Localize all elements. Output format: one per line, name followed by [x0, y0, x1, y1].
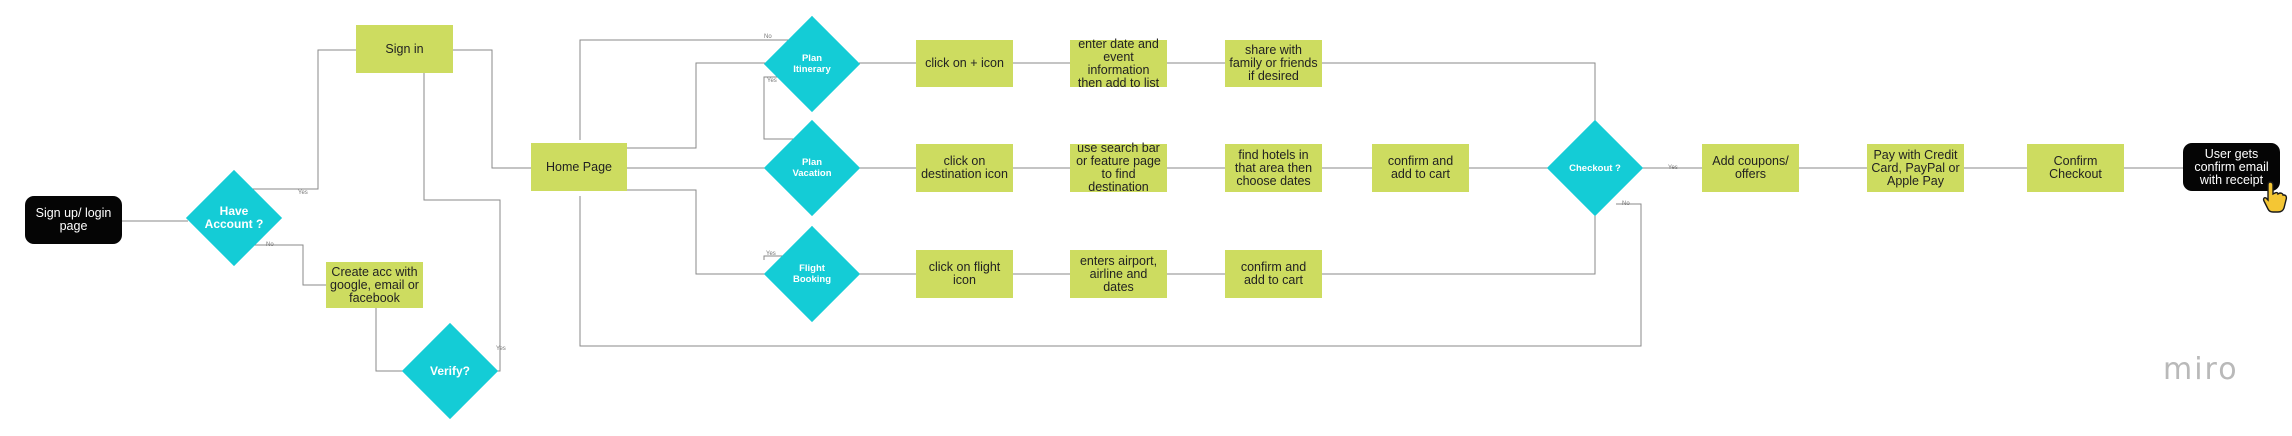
decision-label: Plan Vacation	[792, 157, 832, 179]
decision-label: Have Account ?	[204, 204, 264, 231]
connector-createacc-verify	[375, 308, 405, 372]
decision-label: Verify?	[429, 363, 471, 378]
decision-have-account[interactable]: Have Account ?	[185, 169, 283, 267]
decision-label: Flight Booking	[793, 263, 831, 285]
decision-verify[interactable]: Verify?	[401, 322, 499, 420]
node-home-page[interactable]: Home Page	[531, 143, 627, 191]
edge-label-no: No	[1622, 201, 1630, 207]
connector-flightcart-checkout	[1322, 215, 1596, 275]
node-search-bar[interactable]: use search bar or feature page to find d…	[1070, 141, 1167, 194]
node-label: confirm and add to cart	[1387, 154, 1454, 181]
node-label: Add coupons/ offers	[1712, 154, 1789, 181]
decision-plan-vacation[interactable]: Plan Vacation	[763, 119, 861, 217]
node-label: confirm and add to cart	[1240, 260, 1307, 287]
node-receipt-terminal[interactable]: User gets confirm email with receipt	[2183, 143, 2280, 191]
node-label: click on + icon	[925, 56, 1004, 70]
edge-label-yes: Yes	[298, 190, 308, 196]
node-label: click on destination icon	[921, 154, 1008, 181]
connector-haveaccount-signin	[233, 49, 356, 190]
node-find-hotels[interactable]: find hotels in that area then choose dat…	[1225, 144, 1322, 192]
node-click-destination[interactable]: click on destination icon	[916, 144, 1013, 192]
connector-signin-verify	[423, 71, 501, 372]
node-label: click on flight icon	[928, 260, 1001, 287]
node-label: Sign in	[385, 41, 424, 56]
edge-label-yes: Yes	[496, 346, 506, 352]
edge-label-yes: Yes	[767, 78, 777, 84]
node-label: User gets confirm email with receipt	[2194, 146, 2269, 187]
node-share[interactable]: share with family or friends if desired	[1225, 40, 1322, 87]
node-click-flight-icon[interactable]: click on flight icon	[916, 250, 1013, 298]
node-label: enter date and event information then ad…	[1077, 36, 1160, 90]
node-click-plus-icon[interactable]: click on + icon	[916, 40, 1013, 87]
node-confirm-cart-vacation[interactable]: confirm and add to cart	[1372, 144, 1469, 192]
connector-home-flight	[627, 189, 766, 275]
node-label: use search bar or feature page to find d…	[1076, 141, 1161, 194]
node-enters-airport[interactable]: enters airport, airline and dates	[1070, 250, 1167, 298]
edge-label-yes: Yes	[1668, 165, 1678, 171]
connector-home-loop-bottom	[579, 196, 1642, 347]
node-confirm-checkout[interactable]: Confirm Checkout	[2027, 144, 2124, 192]
connector-home-itinerary	[627, 62, 766, 149]
node-enter-date[interactable]: enter date and event information then ad…	[1070, 36, 1167, 90]
decision-flight-booking[interactable]: Flight Booking	[763, 225, 861, 323]
node-confirm-cart-flight[interactable]: confirm and add to cart	[1225, 250, 1322, 298]
edge-label-no: No	[266, 242, 274, 248]
decision-label: Checkout ?	[1569, 162, 1621, 174]
decision-plan-itinerary[interactable]: Plan Itinerary	[763, 15, 861, 113]
node-label: Sign up/ login page	[35, 206, 112, 233]
hand-cursor-icon	[2262, 181, 2288, 213]
node-label: Create acc with google, email or faceboo…	[330, 264, 419, 305]
node-pay[interactable]: Pay with Credit Card, PayPal or Apple Pa…	[1867, 144, 1964, 192]
connector-signin-home	[453, 49, 531, 169]
decision-label: Plan Itinerary	[793, 53, 831, 75]
connector-haveaccount-createacc	[233, 244, 326, 286]
node-label: enters airport, airline and dates	[1079, 253, 1158, 294]
decision-checkout[interactable]: Checkout ?	[1546, 119, 1644, 217]
miro-logo: miro	[2163, 352, 2239, 387]
node-add-coupons[interactable]: Add coupons/ offers	[1702, 144, 1799, 192]
node-sign-in[interactable]: Sign in	[356, 25, 453, 73]
node-create-account[interactable]: Create acc with google, email or faceboo…	[326, 262, 423, 308]
edge-label-yes: Yes	[766, 251, 776, 257]
connector-share-checkout	[1322, 62, 1596, 121]
node-label: Pay with Credit Card, PayPal or Apple Pa…	[1871, 147, 1960, 188]
node-label: Confirm Checkout	[2049, 154, 2102, 181]
node-label: share with family or friends if desired	[1229, 43, 1318, 83]
node-label: Home Page	[545, 159, 612, 174]
node-label: find hotels in that area then choose dat…	[1234, 147, 1313, 188]
node-signup-terminal[interactable]: Sign up/ login page	[25, 196, 122, 244]
edge-label-no: No	[764, 34, 772, 40]
